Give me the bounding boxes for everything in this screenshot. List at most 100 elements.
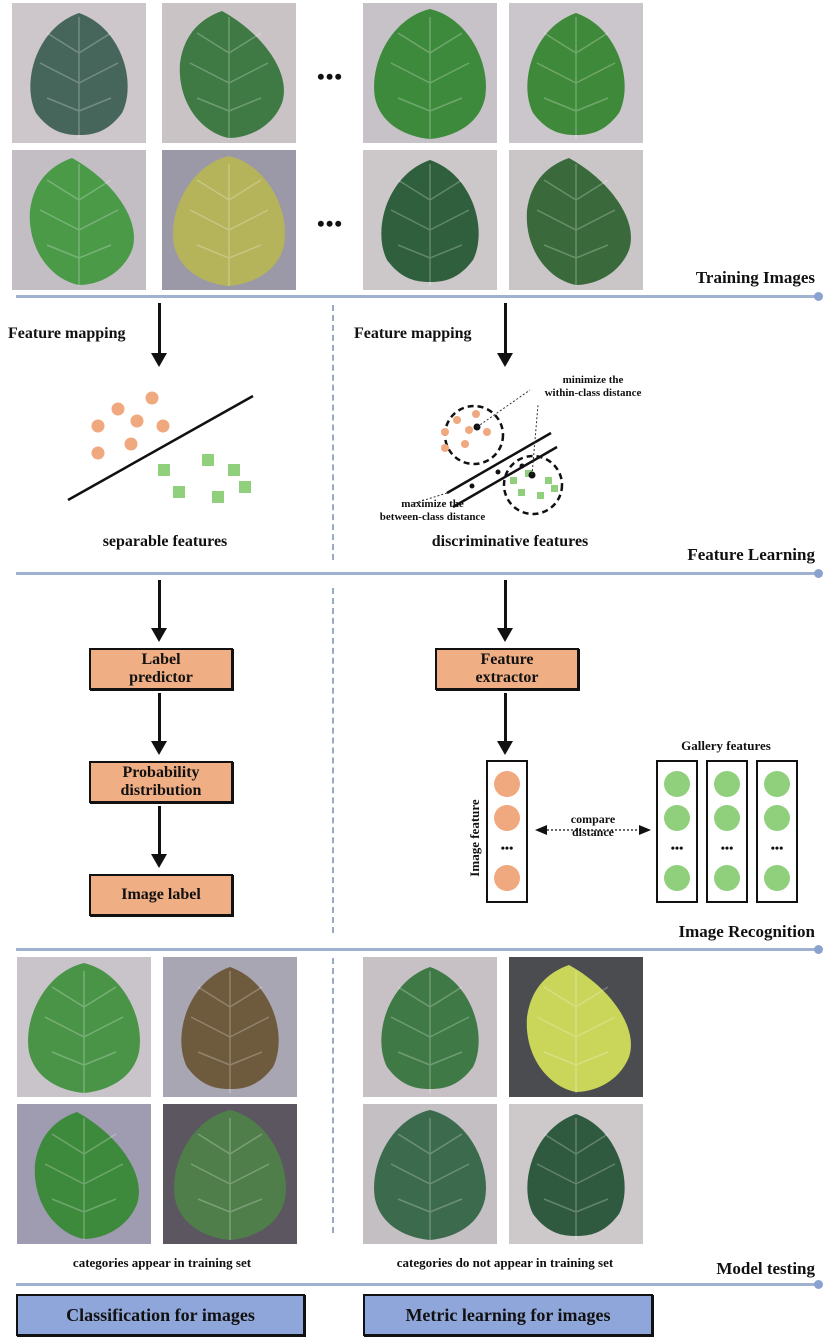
leaf-shape bbox=[34, 1112, 139, 1239]
leaf-shape bbox=[28, 963, 140, 1093]
leaf-veins bbox=[536, 1118, 616, 1240]
orange-class-points bbox=[91, 391, 170, 460]
orange-point bbox=[91, 419, 105, 433]
orange-point bbox=[124, 437, 138, 451]
feature-cell bbox=[494, 805, 520, 831]
test-image-tile bbox=[17, 957, 151, 1097]
leaf-shape bbox=[381, 160, 479, 282]
leaf-veins bbox=[390, 1118, 470, 1240]
leaf-shape bbox=[181, 967, 279, 1089]
timeline-node bbox=[814, 292, 823, 301]
leaf-image bbox=[30, 13, 128, 139]
annotation-leader bbox=[414, 492, 448, 504]
ellipsis: ••• bbox=[317, 211, 344, 236]
orange-class-points bbox=[441, 410, 491, 452]
leaf-veins bbox=[536, 971, 616, 1093]
timeline-divider bbox=[16, 1283, 818, 1286]
stage-label-feature-learning: Feature Learning bbox=[687, 545, 815, 564]
gallery-feature-vector: ••• bbox=[756, 760, 798, 903]
leaf-veins bbox=[536, 164, 616, 286]
test-image-tile bbox=[363, 1104, 497, 1244]
feature-cell bbox=[494, 865, 520, 891]
classification-method-box: Classification for images bbox=[16, 1294, 305, 1336]
orange-point bbox=[130, 414, 144, 428]
leaf-image bbox=[526, 158, 631, 286]
maximize-annotation: maximize the between-class distance bbox=[360, 498, 505, 524]
training-image-tile bbox=[162, 150, 296, 290]
leaf-image bbox=[173, 156, 285, 286]
timeline-divider bbox=[16, 295, 818, 298]
leaf-image bbox=[28, 963, 140, 1093]
leaf-shape bbox=[30, 13, 128, 135]
box-text: distribution bbox=[120, 782, 202, 799]
leaf-veins bbox=[39, 164, 119, 286]
ellipsis: ••• bbox=[670, 841, 684, 855]
leaf-image bbox=[34, 1112, 139, 1240]
leaf-veins bbox=[536, 17, 616, 139]
leaf-shape bbox=[29, 158, 134, 285]
green-point bbox=[158, 464, 170, 476]
training-image-tile bbox=[12, 150, 146, 290]
stage-label-training-images: Training Images bbox=[695, 268, 815, 287]
leaf-shape bbox=[526, 965, 631, 1092]
leaf-veins bbox=[390, 164, 470, 286]
ellipsis: ••• bbox=[720, 841, 734, 855]
leaf-image bbox=[381, 160, 479, 286]
leaf-veins bbox=[189, 17, 269, 139]
test-image-tile bbox=[163, 957, 297, 1097]
leaf-shape bbox=[381, 967, 479, 1089]
unknown-categories-caption: categories do not appear in training set bbox=[396, 1255, 614, 1270]
training-image-tile bbox=[162, 3, 296, 143]
leaf-shape bbox=[173, 156, 285, 286]
leaf-shape bbox=[179, 11, 284, 138]
leaf-image bbox=[174, 1110, 286, 1240]
box-text: Image label bbox=[121, 886, 201, 903]
known-categories-caption: categories appear in training set bbox=[72, 1255, 252, 1270]
leaf-image bbox=[374, 1110, 486, 1240]
leaf-shape bbox=[527, 1114, 625, 1236]
orange-point bbox=[91, 446, 105, 460]
annotation-text: minimize the bbox=[562, 374, 624, 386]
training-image-tile bbox=[363, 3, 497, 143]
leaf-image bbox=[381, 967, 479, 1093]
compare-distance-label: compare distance bbox=[553, 813, 633, 839]
leaf-image bbox=[374, 9, 486, 139]
ellipsis: ••• bbox=[770, 841, 784, 855]
annotation-text: distance bbox=[572, 825, 614, 839]
leaf-image bbox=[179, 11, 284, 139]
column-divider bbox=[332, 588, 334, 933]
green-point bbox=[173, 486, 185, 498]
down-arrow bbox=[151, 806, 167, 868]
test-image-tile bbox=[363, 957, 497, 1097]
timeline-node bbox=[814, 569, 823, 578]
margin-line bbox=[446, 431, 552, 495]
leaf-shape bbox=[526, 158, 631, 285]
leaf-shape bbox=[527, 13, 625, 135]
ellipsis: ••• bbox=[317, 64, 344, 89]
discriminative-features-caption: discriminative features bbox=[431, 533, 589, 550]
annotation-text: maximize the bbox=[401, 498, 464, 510]
training-image-tile bbox=[509, 150, 643, 290]
leaf-image bbox=[527, 1114, 625, 1240]
stage-label-image-recognition: Image Recognition bbox=[678, 922, 815, 941]
annotation-leader bbox=[476, 389, 531, 428]
label-predictor-box: Label predictor bbox=[89, 648, 233, 690]
down-arrow bbox=[151, 303, 167, 367]
margin-line bbox=[452, 445, 558, 509]
test-image-tile bbox=[509, 957, 643, 1097]
leaf-shape bbox=[374, 9, 486, 139]
box-text: Probability bbox=[122, 764, 200, 781]
green-point bbox=[212, 491, 224, 503]
leaf-veins bbox=[39, 17, 119, 139]
leaf-image bbox=[527, 13, 625, 139]
leaf-veins bbox=[44, 971, 124, 1093]
timeline-node bbox=[814, 1280, 823, 1289]
green-point bbox=[202, 454, 214, 466]
image-label-box: Image label bbox=[89, 874, 233, 916]
leaf-veins bbox=[390, 971, 470, 1093]
ellipsis: ••• bbox=[500, 841, 514, 855]
down-arrow bbox=[497, 580, 513, 642]
separable-features-plot bbox=[67, 391, 254, 503]
leaf-shape bbox=[374, 1110, 486, 1240]
image-feature-label: Image feature bbox=[467, 799, 482, 877]
